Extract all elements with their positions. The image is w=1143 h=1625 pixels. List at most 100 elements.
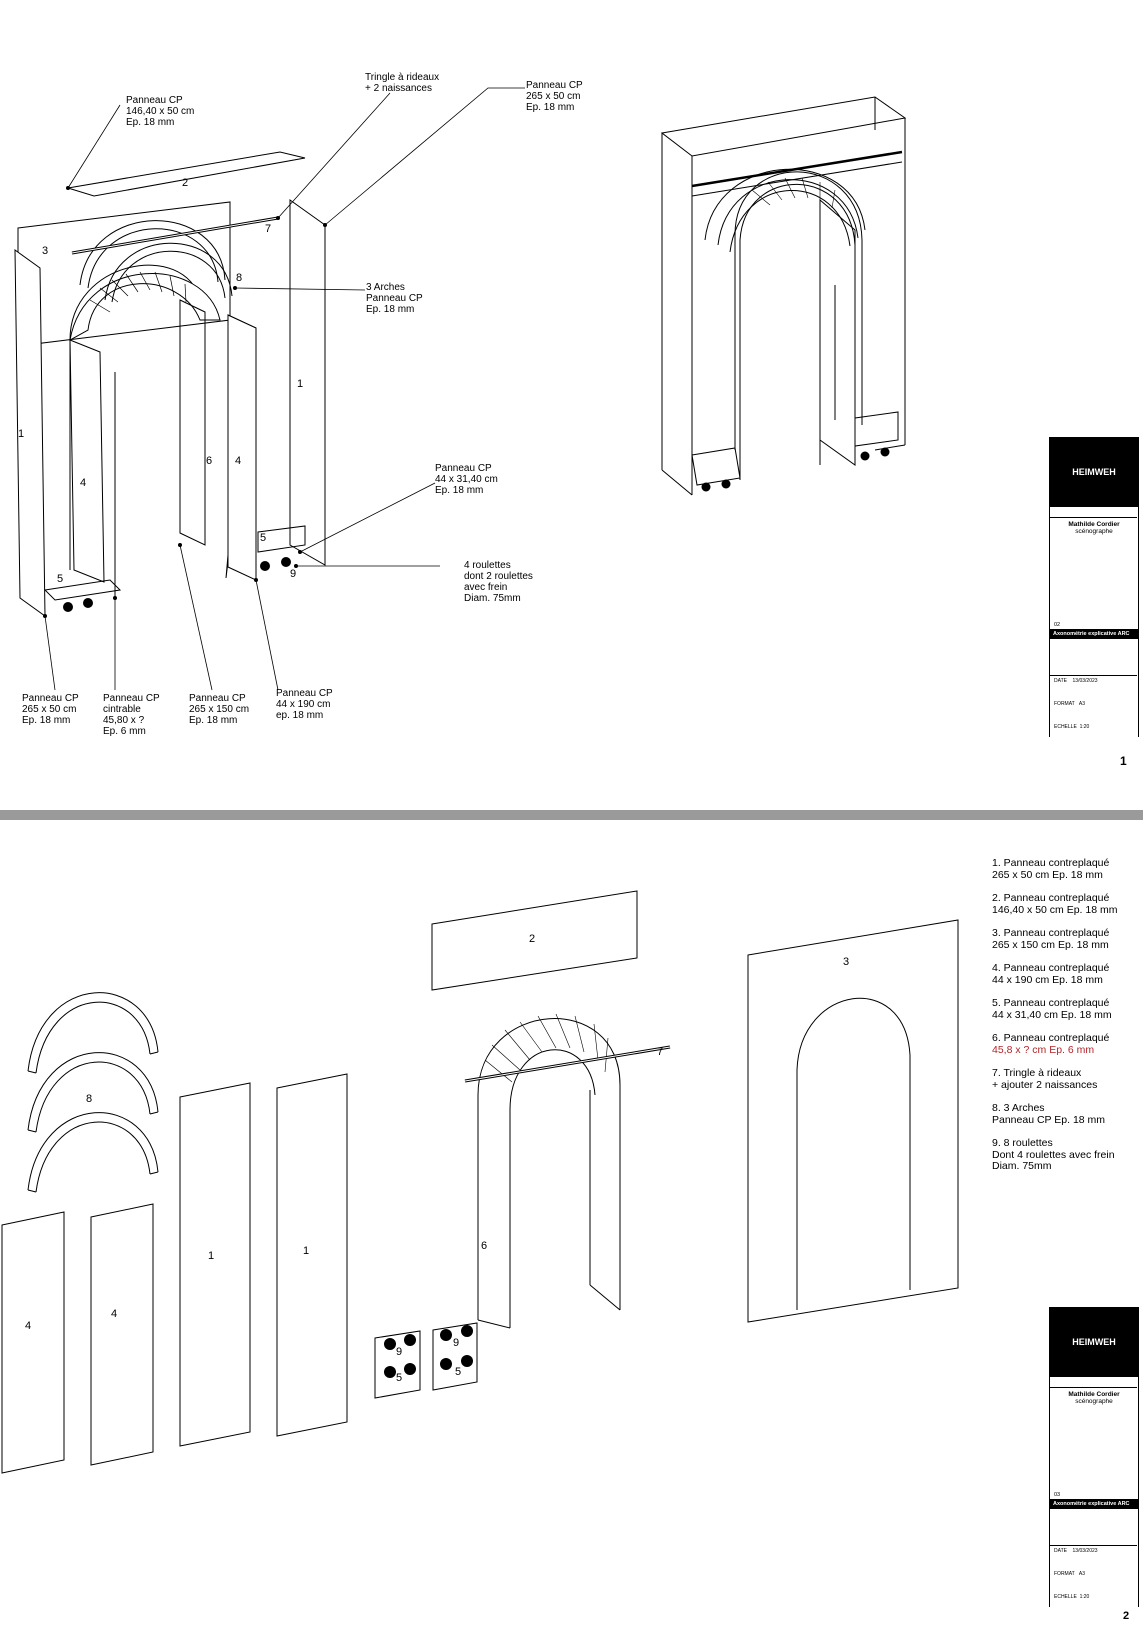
arch-rib-2 — [104, 242, 233, 301]
part-number: 6 — [206, 455, 213, 467]
author-name: Mathilde Cordier — [1068, 1391, 1120, 1398]
arch-rib-1-inner — [87, 228, 219, 289]
panel-4-left-drawing — [69, 339, 105, 583]
part-number: 1 — [297, 378, 304, 390]
leader-lines — [44, 87, 525, 691]
part-number: 7 — [657, 1046, 664, 1058]
title-block-divider — [1049, 517, 1137, 518]
author-name: Mathilde Cordier — [1068, 521, 1120, 528]
panel-1-a — [179, 1082, 251, 1447]
legend-item-6-dimensions: 45,8 x ? cm Ep. 6 mm — [992, 1044, 1095, 1056]
scale-label: ECHELLE — [1054, 1594, 1077, 1600]
label-shelf: Panneau CP 44 x 31,40 cm Ep. 18 mm — [435, 463, 498, 496]
caster-plate-a — [374, 1330, 421, 1399]
page-number: 1 — [1120, 754, 1127, 768]
panel-2 — [431, 890, 638, 991]
label-top-panel: Panneau CP 146,40 x 50 cm Ep. 18 mm — [126, 95, 195, 128]
part-number: 4 — [111, 1308, 118, 1320]
format-label: FORMAT — [1054, 701, 1075, 707]
sheet-title: Axonométrie explicative ARC — [1050, 1499, 1138, 1509]
part-number: 9 — [290, 568, 297, 580]
panel-1-right-drawing — [289, 199, 326, 566]
legend-item-9: 9. 8 roulettes Dont 4 roulettes avec fre… — [992, 1137, 1115, 1172]
title-block: HEIMWEH Mathilde Cordier scénographe 03 … — [1049, 1307, 1139, 1607]
exploded-parts-drawing — [1, 890, 959, 1474]
scale-value: 1:20 — [1079, 1594, 1090, 1600]
legend-item-8: 8. 3 Arches Panneau CP Ep. 18 mm — [992, 1102, 1106, 1126]
assembled-arc-drawing — [660, 96, 907, 496]
brand-logo: HEIMWEH — [1050, 1307, 1138, 1377]
date-row: DATE 13/03/2023 — [1054, 678, 1098, 684]
part-number: 4 — [25, 1320, 32, 1332]
arch-hatching-drawing — [69, 273, 221, 341]
date-row: DATE 13/03/2023 — [1054, 1548, 1098, 1554]
part-number: 9 — [453, 1337, 460, 1349]
page-number: 2 — [1123, 1610, 1130, 1622]
panel-3 — [747, 919, 959, 1323]
exploded-axonometric-drawing — [14, 87, 907, 691]
panel-1-b — [276, 1073, 348, 1437]
label-bottom-panel-3: Panneau CP 265 x 150 cm Ep. 18 mm — [189, 693, 250, 726]
date-label: DATE — [1054, 678, 1067, 684]
part-number: 3 — [42, 245, 49, 257]
part-number: 2 — [182, 177, 189, 189]
title-block-divider — [1049, 1387, 1137, 1388]
label-arches: 3 Arches Panneau CP Ep. 18 mm — [366, 282, 423, 315]
brand-logo: HEIMWEH — [1050, 437, 1138, 507]
part-number: 5 — [455, 1366, 462, 1378]
part-number: 1 — [18, 428, 25, 440]
label-curtain-rail: Tringle à rideaux + 2 naissances — [365, 72, 440, 94]
date-value: 13/03/2023 — [1072, 678, 1098, 684]
part-number: 4 — [80, 477, 87, 489]
part-number: 7 — [265, 223, 272, 235]
sheet-title: Axonométrie explicative ARC — [1050, 629, 1138, 639]
title-block-divider — [1049, 675, 1137, 676]
author-role: scénographe — [1075, 1398, 1113, 1405]
date-label: DATE — [1054, 1548, 1067, 1554]
arch-rib-1 — [79, 220, 226, 286]
label-casters: 4 roulettes dont 2 roulettes avec frein … — [464, 560, 533, 604]
label-bottom-panel-4: Panneau CP 44 x 190 cm ep. 18 mm — [276, 688, 333, 721]
title-block: HEIMWEH Mathilde Cordier scénographe 02 … — [1049, 437, 1139, 737]
scale-row: ECHELLE 1:20 — [1054, 724, 1089, 730]
sheet-2: 2 3 7 8 1 1 4 4 6 9 5 9 5 1. Panneau con… — [0, 820, 1143, 1625]
part-number: 5 — [260, 532, 267, 544]
sheet-separator — [0, 810, 1143, 820]
panel-6-drawing — [179, 299, 206, 546]
title-block-divider — [1049, 1545, 1137, 1546]
part-number: 1 — [303, 1245, 310, 1257]
scale-row: ECHELLE 1:20 — [1054, 1594, 1089, 1600]
date-value: 13/03/2023 — [1072, 1548, 1098, 1554]
sheet-1: Panneau CP 146,40 x 50 cm Ep. 18 mm Trin… — [0, 0, 1143, 810]
legend-item-4: 4. Panneau contreplaqué 44 x 190 cm Ep. … — [992, 962, 1110, 986]
legend-item-6: 6. Panneau contreplaqué — [992, 1032, 1110, 1044]
label-bottom-panel-cintrable: Panneau CP cintrable 45,80 x ? Ep. 6 mm — [103, 693, 160, 737]
legend-item-2: 2. Panneau contreplaqué 146,40 x 50 cm E… — [992, 892, 1118, 916]
legend-item-5: 5. Panneau contreplaqué 44 x 31,40 cm Ep… — [992, 997, 1112, 1021]
format-row: FORMAT A3 — [1054, 1571, 1085, 1577]
legend-item-3: 3. Panneau contreplaqué 265 x 150 cm Ep.… — [992, 927, 1110, 951]
shelf-left-drawing — [43, 579, 122, 601]
sheet-number: 03 — [1054, 1492, 1061, 1498]
part-number: 2 — [529, 933, 536, 945]
author-role: scénographe — [1075, 528, 1113, 535]
panel-4-b — [90, 1203, 154, 1466]
part-number: 9 — [396, 1346, 403, 1358]
arch-panel-6 — [477, 1013, 621, 1329]
sheet-number: 02 — [1054, 622, 1061, 628]
scale-label: ECHELLE — [1054, 724, 1077, 730]
part-number: 4 — [235, 455, 242, 467]
part-number: 8 — [86, 1093, 93, 1105]
casters-part-9 — [384, 1325, 473, 1378]
label-bottom-panel-1: Panneau CP 265 x 50 cm Ep. 18 mm — [22, 693, 79, 726]
part-number: 6 — [481, 1240, 488, 1252]
panel-3-drawing — [17, 201, 231, 347]
legend-item-7: 7. Tringle à rideaux + ajouter 2 naissan… — [992, 1067, 1098, 1091]
part-number: 8 — [236, 272, 243, 284]
format-value: A3 — [1078, 1571, 1086, 1577]
part-number: 3 — [843, 956, 850, 968]
label-side-panel: Panneau CP 265 x 50 cm Ep. 18 mm — [526, 80, 583, 113]
format-value: A3 — [1078, 701, 1086, 707]
format-row: FORMAT A3 — [1054, 701, 1085, 707]
scale-value: 1:20 — [1079, 724, 1090, 730]
